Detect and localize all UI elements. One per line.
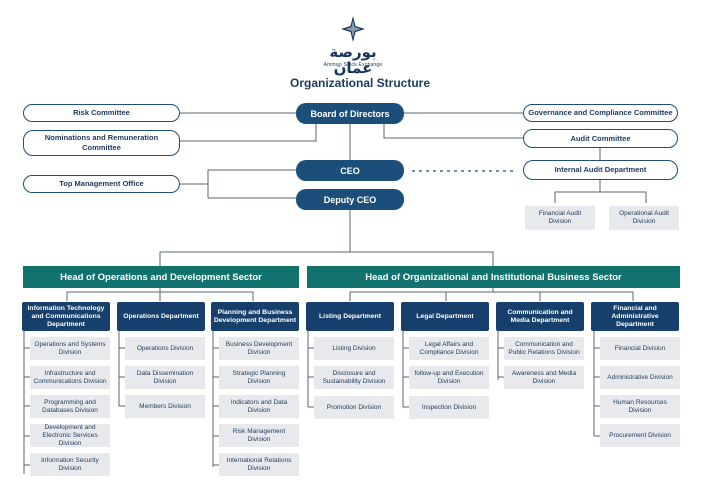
division-box: Legal Affairs and Compliance Division: [409, 337, 489, 360]
audit-committee-node: Audit Committee: [523, 129, 678, 148]
division-box: Business Development Division: [219, 337, 299, 360]
division-box: Programming and Databases Division: [30, 395, 110, 418]
division-box: Information Security Division: [30, 453, 110, 476]
board-of-directors-node: Board of Directors: [296, 103, 404, 124]
dept-financial-admin: Financial and Administrative Department: [591, 302, 679, 331]
division-box: Inspection Division: [409, 396, 489, 419]
division-box: Procurement Division: [600, 424, 680, 447]
division-box: Operations and Systems Division: [30, 337, 110, 360]
operational-audit-division: Operational Audit Division: [609, 206, 679, 230]
dept-legal: Legal Department: [401, 302, 489, 331]
division-box: Indicators and Data Division: [219, 395, 299, 418]
deputy-ceo-node: Deputy CEO: [296, 189, 404, 210]
ase-logo: بورصة عمان Amman Stock Exchange: [318, 14, 388, 76]
dept-operations: Operations Department: [117, 302, 205, 331]
division-box: Disclosure and Sustainability Division: [314, 366, 394, 389]
ceo-node: CEO: [296, 160, 404, 181]
nominations-committee-node: Nominations and Remuneration Committee: [23, 130, 180, 156]
division-box: Development and Electronic Services Divi…: [30, 424, 110, 447]
operations-sector-header: Head of Operations and Development Secto…: [23, 266, 299, 288]
division-box: Strategic Planning Division: [219, 366, 299, 389]
logo-english: Amman Stock Exchange: [323, 62, 383, 68]
division-box: Listing Division: [314, 337, 394, 360]
governance-committee-node: Governance and Compliance Committee: [523, 104, 678, 122]
logo-star-icon: [341, 16, 365, 42]
division-box: Financial Division: [600, 337, 680, 360]
dept-communication: Communication and Media Department: [496, 302, 584, 331]
page-title: Organizational Structure: [289, 76, 431, 90]
division-box: Operations Division: [125, 337, 205, 360]
division-box: Administrative Division: [600, 366, 680, 389]
division-box: Communication and Public Relations Divis…: [504, 337, 584, 360]
division-box: Infrastructure and Communications Divisi…: [30, 366, 110, 389]
risk-committee-node: Risk Committee: [23, 104, 180, 122]
division-box: Data Dissemination Division: [125, 366, 205, 389]
dept-planning: Planning and Business Development Depart…: [211, 302, 299, 331]
top-management-office-node: Top Management Office: [23, 175, 180, 193]
logo-arabic: بورصة عمان: [329, 43, 377, 77]
division-box: follow-up and Execution Division: [409, 366, 489, 389]
dept-it: Information Technology and Communication…: [22, 302, 110, 331]
division-box: Members Division: [125, 395, 205, 418]
internal-audit-node: Internal Audit Department: [523, 160, 678, 180]
dept-listing: Listing Department: [306, 302, 394, 331]
financial-audit-division: Financial Audit Division: [525, 206, 595, 230]
division-box: International Relations Division: [219, 453, 299, 476]
division-box: Awareness and Media Division: [504, 366, 584, 389]
division-box: Risk Management Division: [219, 424, 299, 447]
organizational-sector-header: Head of Organizational and Institutional…: [307, 266, 680, 288]
division-box: Promotion Division: [314, 396, 394, 419]
division-box: Human Resources Division: [600, 395, 680, 418]
